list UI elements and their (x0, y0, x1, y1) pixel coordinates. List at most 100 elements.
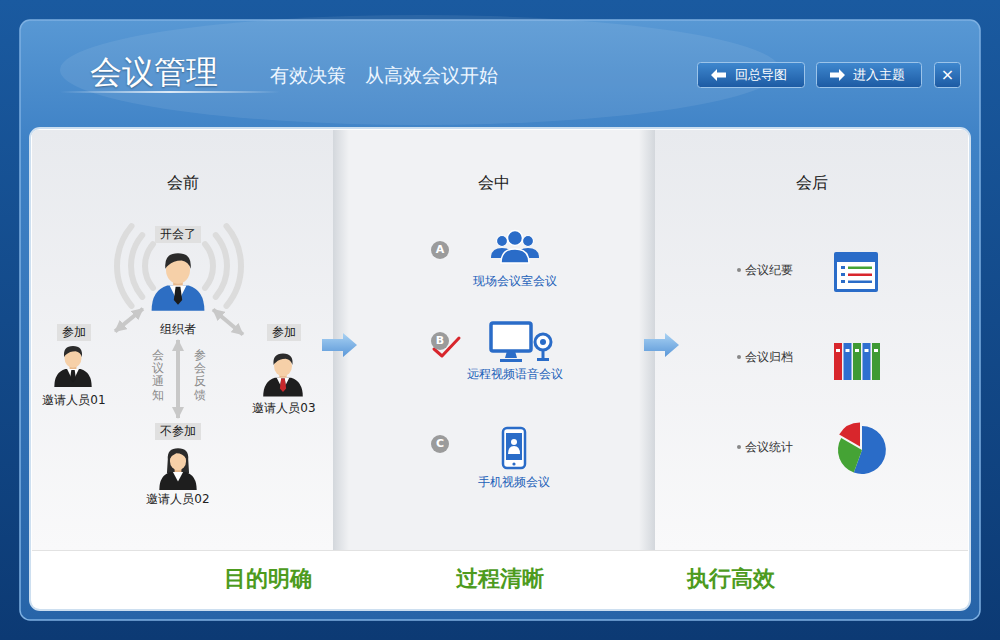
tag-label: 参加 (272, 324, 296, 341)
flow-note: 会议通知 (152, 349, 164, 402)
red-tie (280, 379, 286, 393)
binder-label (855, 349, 859, 352)
icon-part (841, 273, 845, 276)
person-name: 邀请人员01 (42, 393, 105, 407)
panel-ground (32, 130, 333, 550)
binder-label (874, 349, 878, 352)
person-node: 邀请人员02不参加 (140, 422, 216, 506)
output-item: 会议统计 (745, 439, 793, 455)
badge-letter: A (436, 244, 445, 256)
icon-part (848, 281, 872, 284)
panel-heading: 会后 (796, 173, 828, 193)
tag-label: 开会了 (160, 226, 196, 243)
status-tag: 不参加 (155, 423, 201, 440)
binder-label (865, 349, 869, 352)
signal-arc (131, 235, 142, 297)
stage-panel: 会前组织者 开会了邀请人员01 参加邀请人员03 参加邀请人员02不参加 (32, 130, 333, 550)
icon-part (511, 439, 517, 445)
button-face (817, 63, 922, 88)
page-title: 会议管理 (90, 52, 218, 92)
panel-ground (333, 130, 655, 550)
option-caption: 远程视频语音会议 (467, 366, 563, 382)
signal-arc (216, 235, 227, 297)
status-tag: 参加 (57, 324, 91, 341)
subtitle: 有效决策 从高效会议开始 (270, 63, 498, 88)
content-card (30, 128, 970, 610)
icon-part (512, 462, 515, 465)
signal-arc (226, 226, 241, 306)
stage-arrow (322, 333, 357, 357)
button-label: 回总导图 (735, 62, 787, 88)
organizer-figure (152, 253, 205, 311)
archive-icon (834, 343, 880, 380)
back-arrow-icon (711, 69, 726, 81)
close-button: × (934, 62, 961, 88)
header-glow (60, 15, 780, 125)
signal-arc (117, 226, 132, 306)
binder (872, 343, 880, 380)
button-face (935, 63, 961, 88)
summary-keyword: 目的明确 (224, 565, 312, 593)
close-glyph: × (941, 63, 954, 87)
button-face (698, 63, 805, 88)
binder (863, 343, 871, 380)
status-tag: 开会了 (155, 226, 201, 243)
summary-keyword: 执行高效 (687, 565, 775, 593)
icon-part (505, 351, 517, 358)
option-caption: 现场会议室会议 (473, 273, 557, 289)
invitee-figure (54, 346, 91, 387)
icon-part (837, 262, 875, 289)
binder-label (836, 349, 840, 352)
video-call-icon (491, 323, 551, 362)
invitee-figure (159, 448, 196, 490)
icon-part (508, 231, 523, 246)
binder (834, 343, 842, 380)
summary-keyword: 过程清晰 (456, 565, 544, 593)
option-caption: 手机视频会议 (478, 474, 550, 490)
icon-part (848, 274, 872, 277)
icon-part (841, 266, 845, 269)
flow-arrow (213, 309, 243, 334)
person-name: 组织者 (160, 322, 196, 336)
tag-label: 不参加 (160, 423, 196, 440)
minutes-icon (834, 252, 878, 292)
meeting-room-icon (491, 231, 539, 264)
icon-part (841, 280, 845, 283)
stage-panel: 会后 (655, 130, 968, 550)
flow-arrow (176, 340, 180, 418)
icon-part (491, 323, 531, 351)
icon-part (848, 267, 872, 270)
icon-part (834, 252, 878, 292)
invitee-figure (263, 353, 303, 396)
icon-part (542, 350, 545, 358)
nav-button: 进入主题 (816, 62, 922, 88)
option-badge: A (431, 241, 449, 259)
pie-slice (839, 423, 860, 447)
binder-label (846, 349, 850, 352)
badge-letter: B (436, 335, 444, 347)
binder (844, 343, 852, 380)
stage-arrow (644, 333, 679, 357)
summary-band: 目的明确 过程清晰 执行高效 (32, 550, 968, 608)
statistics-pie-icon (838, 423, 886, 474)
panel-grounds (32, 130, 968, 608)
icon-part (537, 358, 549, 361)
panel-ground (655, 130, 968, 550)
phone-icon (503, 428, 525, 468)
panel-heading: 会前 (167, 173, 199, 193)
icon-part (506, 433, 522, 460)
bullet (737, 268, 741, 272)
icon-part (523, 236, 534, 247)
option-badge: C (431, 435, 449, 453)
icon-part (535, 334, 551, 350)
badge-letter: C (436, 438, 444, 450)
nav-button: 回总导图 (697, 62, 805, 88)
icon-part (503, 428, 525, 468)
bullet (737, 445, 741, 449)
person-node: 组织者开会了 (146, 224, 210, 336)
button-label: 进入主题 (853, 62, 905, 88)
person-node: 邀请人员01 参加 (36, 323, 112, 407)
person-name: 邀请人员03 (252, 401, 315, 415)
